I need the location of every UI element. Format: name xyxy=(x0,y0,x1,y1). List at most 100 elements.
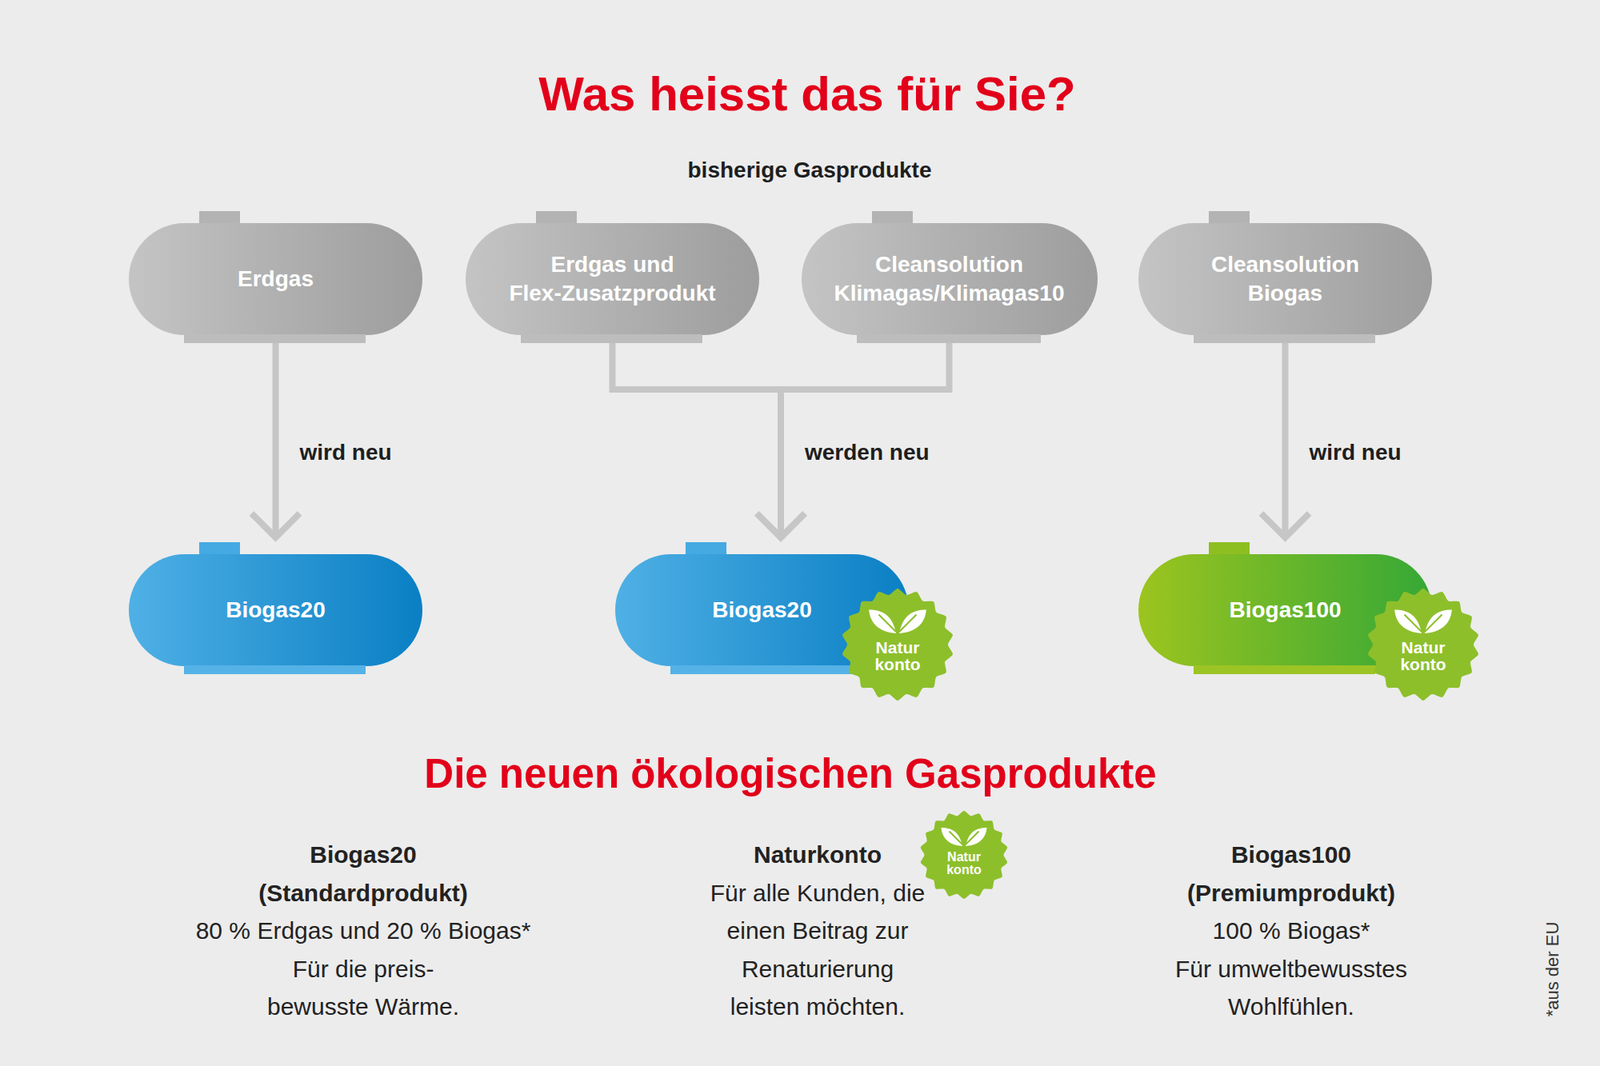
leaf xyxy=(1394,610,1422,634)
leaf-vein xyxy=(1424,614,1443,632)
description-text: Für alle Kunden, die einen Beitrag zur R… xyxy=(708,874,928,1027)
leaf xyxy=(868,610,896,634)
word: Für xyxy=(292,956,329,983)
leaf-vein xyxy=(878,614,896,632)
word: Biogas100 xyxy=(1228,597,1341,623)
word: neu xyxy=(352,440,392,465)
arrowhead xyxy=(1261,513,1310,538)
word: Naturkonto xyxy=(753,841,882,868)
description-text: 100 % Biogas* xyxy=(1163,912,1420,951)
product-name: Erdgas xyxy=(237,264,314,294)
word: % xyxy=(1259,917,1281,944)
tank-valve xyxy=(199,542,240,556)
word: einen xyxy=(727,917,786,944)
leaf xyxy=(940,828,963,847)
tank-base xyxy=(1193,334,1376,344)
word: konto xyxy=(946,863,982,877)
edge-label: werden neu xyxy=(801,438,933,468)
edge-label: wird neu xyxy=(1306,438,1405,468)
tank-body xyxy=(128,554,423,667)
footnote: *aus der EU xyxy=(1542,922,1564,1018)
word: Erdgas xyxy=(237,266,314,292)
word: ökologischen xyxy=(630,751,894,797)
word: bisherige xyxy=(688,157,788,183)
arrowhead xyxy=(252,513,300,538)
word: Biogas* xyxy=(1287,917,1370,944)
word: Cleansolution xyxy=(875,252,1024,277)
word: möchten. xyxy=(806,993,905,1020)
word: % xyxy=(420,917,442,944)
gas-tank-box: Biogas20 xyxy=(128,542,423,675)
tank-body xyxy=(801,223,1098,336)
word: Was xyxy=(538,67,636,121)
arrowhead xyxy=(756,513,805,538)
word: Klimagas/Klimagas10 xyxy=(834,280,1065,306)
leaf-icon xyxy=(940,828,987,847)
word: alle xyxy=(752,880,791,907)
text-area: Natur konto xyxy=(920,851,1008,877)
tank-valve xyxy=(872,211,913,225)
product-heading: Naturkonto xyxy=(689,836,946,875)
word: Cleansolution xyxy=(1211,252,1360,277)
tank-body xyxy=(465,223,760,336)
badge-rosette xyxy=(920,811,1008,900)
description-text: 80 % Erdgas und 20 % Biogas* xyxy=(171,912,556,951)
word: Wohlfühlen. xyxy=(1228,993,1355,1020)
word: neuen xyxy=(499,751,620,797)
text-area: Erdgas xyxy=(128,223,423,336)
badge-text: Natur konto xyxy=(940,851,988,877)
word: die xyxy=(335,956,368,983)
product-name: Cleansolution Klimagas/Klimagas10 xyxy=(817,250,1082,309)
leaf-icon xyxy=(1394,610,1452,634)
word: heisst xyxy=(648,67,788,121)
tank-base xyxy=(520,334,703,344)
word: und xyxy=(340,917,380,944)
tank-shape xyxy=(1138,211,1432,344)
word: Natur xyxy=(876,638,920,657)
word: Biogas20 xyxy=(225,597,326,623)
product-name: Biogas100 xyxy=(1228,596,1341,625)
word: wird xyxy=(1309,440,1356,465)
text-area: Erdgas und Flex-Zusatzprodukt xyxy=(465,223,760,336)
word: wird xyxy=(300,440,347,465)
tank-valve xyxy=(199,211,240,225)
leaf-vein xyxy=(965,832,979,845)
word: *aus xyxy=(1542,981,1563,1017)
word: bewusste xyxy=(267,993,369,1020)
word: Erdgas xyxy=(256,917,333,944)
product-name: Erdgas und Flex-Zusatzprodukt xyxy=(492,250,733,309)
description-column: Biogas100 (Premiumprodukt)100 % Biogas*F… xyxy=(1091,836,1492,1027)
word: EU xyxy=(1542,922,1563,948)
word: Flex-Zusatzprodukt xyxy=(508,280,716,306)
word: und xyxy=(632,252,674,277)
description-text: Für umweltbewusstes Wohlfühlen. xyxy=(1171,950,1412,1027)
leaf xyxy=(899,610,927,634)
word: Kunden, xyxy=(796,880,887,907)
connector xyxy=(612,343,806,538)
word: die xyxy=(892,880,925,907)
word: neu xyxy=(1361,440,1402,465)
word: Sie? xyxy=(974,67,1076,121)
tank-shape xyxy=(801,211,1098,344)
word: Biogas* xyxy=(448,917,531,944)
tank-base xyxy=(184,665,366,675)
tank-base xyxy=(184,334,366,344)
word: zur xyxy=(875,917,909,944)
connector-line xyxy=(612,343,782,534)
word: für xyxy=(896,67,961,121)
text-area: Natur konto xyxy=(1367,639,1480,673)
section-heading: Die neuen ökologischen Gasprodukte xyxy=(424,750,1156,798)
word: Biogas xyxy=(1248,280,1323,306)
connector xyxy=(1261,343,1310,538)
leaf xyxy=(1424,610,1452,634)
word: 100 xyxy=(1212,917,1253,944)
word: 80 xyxy=(196,917,223,944)
connector-line xyxy=(1282,343,1289,534)
tank-shape xyxy=(465,211,760,344)
edge-label: wird neu xyxy=(296,438,396,468)
tank-body xyxy=(1138,223,1432,336)
word: der xyxy=(1542,951,1563,977)
word: (Premiumprodukt) xyxy=(1187,880,1396,907)
badge-text: Natur konto xyxy=(1394,639,1452,673)
badge-rosette xyxy=(842,588,953,701)
